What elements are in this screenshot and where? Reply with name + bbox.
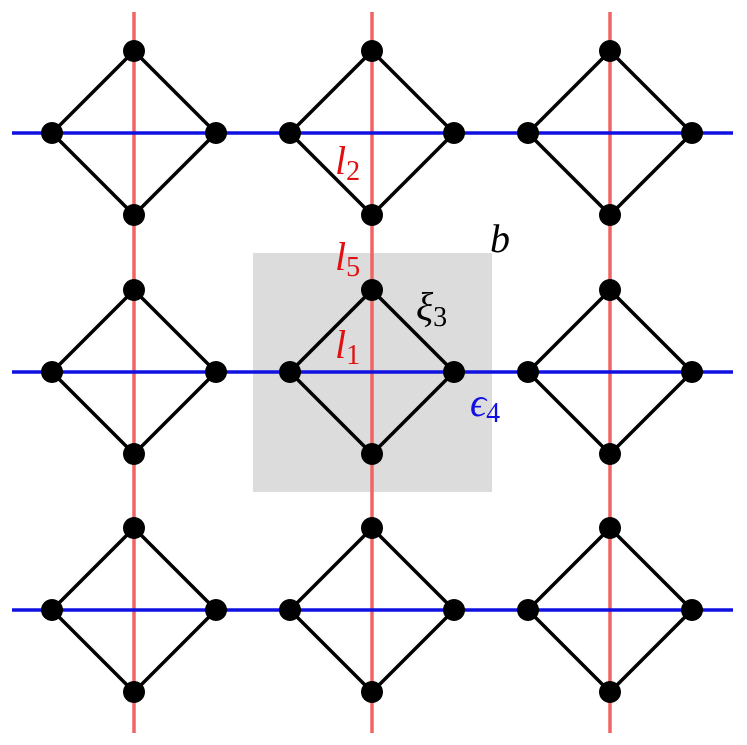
node-2-1-right [205,361,227,383]
node-3-1-bottom [123,681,145,703]
node-1-2-left [279,122,301,144]
node-1-3-bottom [599,204,621,226]
node-3-2-bottom [361,681,383,703]
node-2-1-left [41,361,63,383]
node-1-3-top [599,40,621,62]
node-1-2-right [443,122,465,144]
node-3-1-top [123,517,145,539]
node-1-2-bottom [361,204,383,226]
node-2-3-bottom [599,443,621,465]
label-b: b [490,216,510,261]
node-3-3-bottom [599,681,621,703]
node-1-1-bottom [123,204,145,226]
node-2-2-left [279,361,301,383]
label-xi3: ξ3 [416,284,447,333]
node-3-1-left [41,599,63,621]
node-2-2-bottom [361,443,383,465]
label-l5: l5 [335,234,360,283]
node-1-3-right [681,122,703,144]
node-2-3-left [517,361,539,383]
node-2-2-top [361,279,383,301]
label-l1: l1 [335,322,360,371]
node-3-3-top [599,517,621,539]
node-2-1-top [123,279,145,301]
node-2-3-right [681,361,703,383]
node-3-2-right [443,599,465,621]
horizontal-lines [12,131,733,612]
node-2-2-right [443,361,465,383]
node-1-2-top [361,40,383,62]
nodes [41,40,703,703]
node-3-3-right [681,599,703,621]
node-2-1-bottom [123,443,145,465]
node-3-2-top [361,517,383,539]
node-1-1-top [123,40,145,62]
label-l2: l2 [335,138,360,187]
node-3-3-left [517,599,539,621]
node-3-2-left [279,599,301,621]
node-1-3-left [517,122,539,144]
node-1-1-right [205,122,227,144]
node-1-1-left [41,122,63,144]
label-eps4: ϵ4 [470,380,500,429]
node-2-3-top [599,279,621,301]
node-3-1-right [205,599,227,621]
